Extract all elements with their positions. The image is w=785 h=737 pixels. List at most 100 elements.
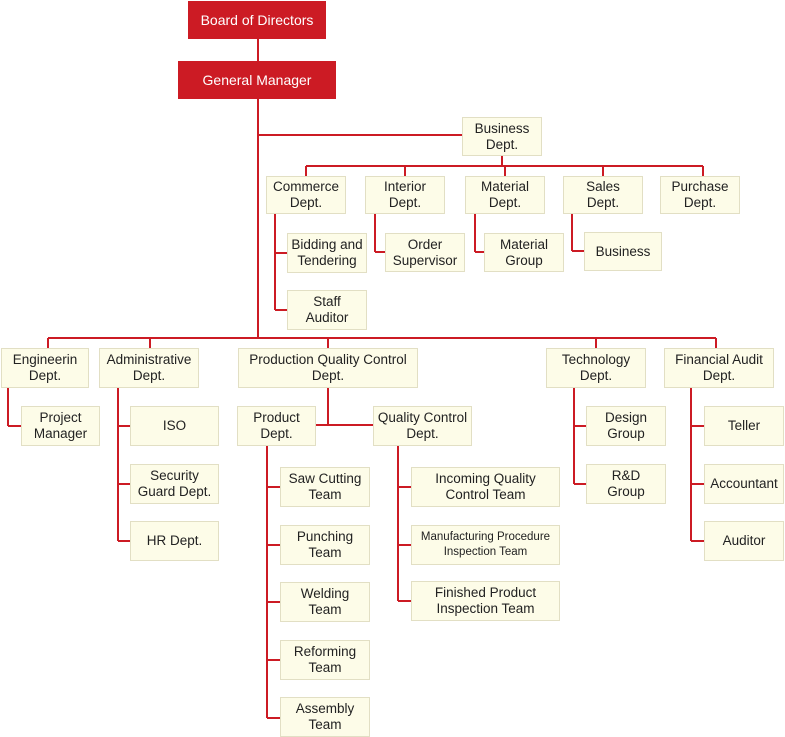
accountant-box: Accountant [704, 464, 784, 504]
hr-dept-label: HR Dept. [146, 533, 203, 548]
production-quality-control-line1: Production Quality Control [249, 352, 407, 367]
financial-audit-dept-line2: Dept. [702, 368, 736, 383]
iso-box: ISO [130, 406, 219, 446]
commerce-dept-line1: Commerce [272, 179, 339, 194]
material-group-line1: Material [499, 236, 548, 252]
manufacturing-procedure-line2: Inspection Team [443, 546, 528, 558]
finished-product-line1: Finished Product [434, 585, 537, 600]
product-dept-line1: Product [253, 410, 300, 425]
incoming-quality-line2: Control Team [445, 487, 526, 502]
staff-auditor-line1: Staff [313, 294, 341, 309]
engineering-dept-line1: Engineerin [12, 352, 78, 367]
business-dept-line1: Business [474, 120, 530, 136]
interior-dept-line1: Interior [383, 179, 427, 194]
design-group-line2: Group [607, 426, 645, 441]
assembly-line1: Assembly [295, 701, 355, 716]
staff-auditor-line2: Auditor [305, 310, 349, 325]
security-guard-line1: Security [150, 468, 199, 483]
punching-line1: Punching [296, 529, 354, 544]
reforming-line2: Team [308, 660, 342, 675]
engineering-dept-line2: Dept. [28, 368, 62, 383]
purchase-dept-line1: Purchase [671, 179, 729, 194]
interior-dept-line2: Dept. [388, 195, 422, 210]
production-quality-control-line2: Dept. [311, 368, 345, 383]
administrative-dept-line1: Administrative [106, 352, 192, 367]
welding-line2: Team [308, 602, 342, 617]
technology-dept-line1: Technology [561, 352, 631, 367]
project-manager-line1: Project [39, 410, 82, 425]
security-guard-line2: Guard Dept. [137, 484, 212, 499]
accountant-label: Accountant [710, 476, 778, 491]
quality-control-dept-line1: Quality Control [377, 410, 468, 425]
quality-control-dept-line2: Dept. [406, 426, 439, 441]
financial-audit-dept-line1: Financial Audit [675, 352, 763, 367]
business-dept-line2: Dept. [485, 136, 519, 152]
product-dept-line2: Dept. [260, 426, 293, 441]
order-supervisor-line1: Order [407, 236, 443, 252]
manufacturing-procedure-line1: Manufacturing Procedure [420, 531, 551, 543]
welding-line1: Welding [300, 586, 350, 601]
sales-dept-line2: Dept. [586, 195, 620, 210]
administrative-dept-line2: Dept. [132, 368, 166, 383]
business-unit-box: Business [584, 232, 662, 271]
technology-dept-line2: Dept. [579, 368, 613, 383]
project-manager-line2: Manager [33, 426, 88, 441]
assembly-line2: Team [308, 717, 342, 732]
iso-label: ISO [162, 418, 187, 433]
punching-line2: Team [308, 545, 342, 560]
material-dept-line1: Material [480, 179, 529, 194]
saw-cutting-line2: Team [308, 487, 342, 502]
bidding-tendering-line2: Tendering [297, 253, 357, 268]
rnd-group-line1: R&D [611, 468, 641, 483]
auditor-box: Auditor [704, 521, 784, 561]
teller-label: Teller [727, 418, 761, 433]
material-group-line2: Group [505, 252, 543, 268]
board-of-directors-box: Board of Directors [188, 1, 326, 39]
incoming-quality-line1: Incoming Quality [435, 471, 536, 486]
hr-dept-box: HR Dept. [130, 521, 219, 561]
order-supervisor-line2: Supervisor [392, 252, 458, 268]
bidding-tendering-line1: Bidding and [291, 237, 363, 252]
sales-dept-line1: Sales [586, 179, 620, 194]
finished-product-line2: Inspection Team [436, 601, 535, 616]
reforming-line1: Reforming [293, 644, 357, 659]
auditor-label: Auditor [722, 533, 766, 548]
teller-box: Teller [704, 406, 784, 446]
business-unit-label: Business [595, 243, 651, 259]
material-dept-line2: Dept. [488, 195, 522, 210]
general-manager-label: General Manager [202, 72, 312, 88]
commerce-dept-line2: Dept. [289, 195, 323, 210]
rnd-group-line2: Group [607, 484, 645, 499]
purchase-dept-line2: Dept. [683, 195, 717, 210]
